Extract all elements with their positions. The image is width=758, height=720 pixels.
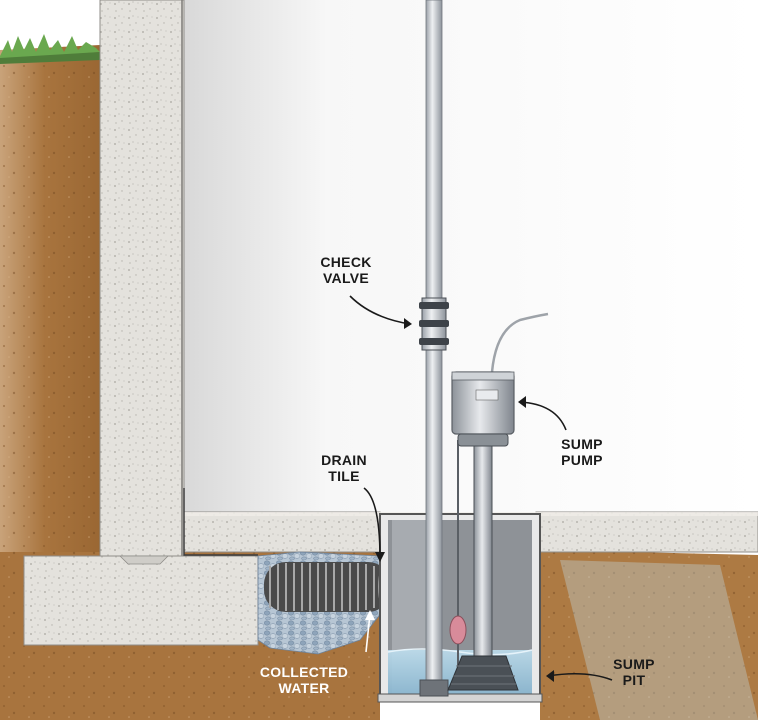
check-valve [419, 297, 449, 351]
drain-tile-arrow [363, 487, 381, 559]
sump-pump-label-line1: SUMP [561, 436, 603, 452]
float-switch [449, 440, 467, 666]
foundation-wall [99, 0, 185, 561]
sump-pump-label-line2: PUMP [561, 452, 603, 468]
check-valve-label: CHECK VALVE [304, 254, 388, 286]
sump-pit-arrow [547, 672, 613, 681]
drain-tile-label-line2: TILE [328, 468, 360, 484]
collected-water-label-line2: WATER [278, 680, 330, 696]
sump-pump [447, 312, 549, 691]
footing [23, 555, 259, 646]
sump-pit [377, 513, 543, 703]
collected-water-label: COLLECTED WATER [244, 664, 364, 696]
sump-pit-label-line1: SUMP [613, 656, 655, 672]
grass [0, 34, 100, 64]
check-valve-arrow [349, 295, 411, 325]
drain-tile-pipe [264, 561, 398, 613]
sump-pit-label: SUMP PIT [602, 656, 666, 688]
collected-water-label-line1: COLLECTED [259, 664, 349, 680]
check-valve-label-line2: VALVE [322, 270, 370, 286]
leader-arrows [349, 295, 613, 682]
sump-pit-label-line2: PIT [622, 672, 646, 688]
collected-water-arrow [365, 613, 371, 653]
sump-pump-label: SUMP PUMP [548, 436, 616, 468]
drain-tile-label-line1: DRAIN [321, 452, 367, 468]
drain-tile-label: DRAIN TILE [306, 452, 382, 484]
discharge-pipe [419, 0, 449, 697]
vapor-barrier [183, 488, 258, 556]
check-valve-label-line1: CHECK [320, 254, 372, 270]
